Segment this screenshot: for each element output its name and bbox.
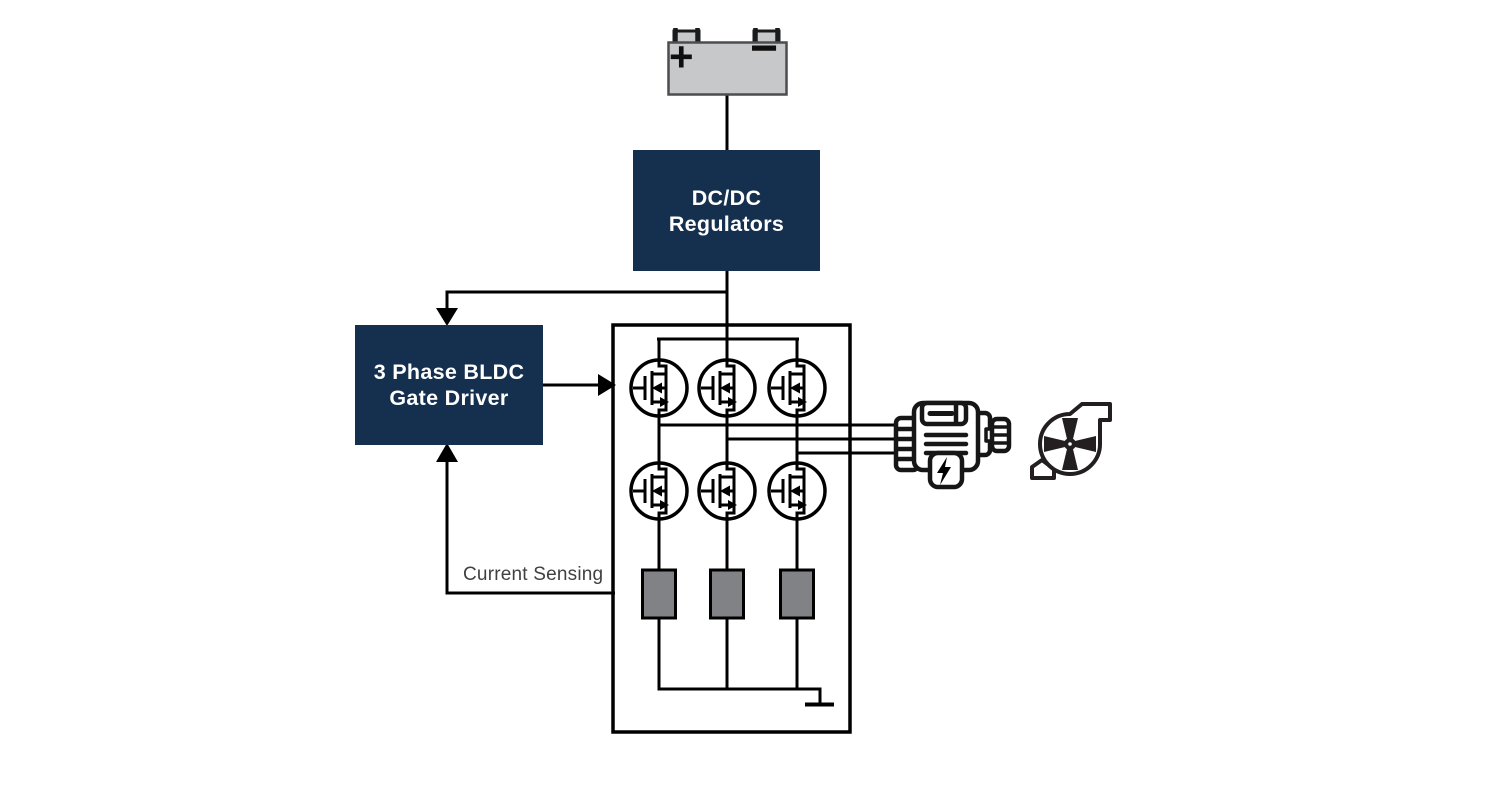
dcdc-label-line2: Regulators (668, 211, 785, 236)
arrow-icons (436, 308, 616, 462)
gate-driver-label-line1: 3 Phase BLDC (373, 360, 525, 384)
mosfet-icon (767, 460, 827, 522)
dcdc-regulators-block: DC/DC Regulators (633, 150, 820, 271)
mosfet-icon (629, 357, 689, 419)
arrow-up-icon (436, 443, 458, 462)
mosfet-icon (767, 357, 827, 419)
arrow-right-icon (598, 374, 616, 396)
shunt-resistors (641, 568, 815, 620)
motor-icon (893, 400, 1012, 490)
wires (445, 95, 902, 690)
mosfet-icon (697, 460, 757, 522)
gate-driver-label-line2: Gate Driver (389, 386, 509, 410)
shunt-resistor (709, 568, 745, 620)
gate-driver-block: 3 Phase BLDC Gate Driver (355, 325, 543, 445)
battery-minus-label: − (750, 22, 779, 75)
shunt-resistor (641, 568, 677, 620)
battery-icon (667, 28, 788, 96)
pump-fan-icon (1030, 402, 1112, 480)
ground-icon (657, 687, 834, 707)
lightning-bolt-icon (937, 457, 951, 485)
current-sensing-label: Current Sensing (463, 564, 604, 585)
shunt-resistor (779, 568, 815, 620)
inverter-bridge-box (611, 323, 852, 734)
battery-plus-label: + (669, 33, 694, 80)
mosfet-icon (629, 460, 689, 522)
mosfet-icon (697, 357, 757, 419)
arrow-down-icon (436, 308, 458, 326)
dcdc-label-line1: DC/DC (691, 185, 762, 210)
